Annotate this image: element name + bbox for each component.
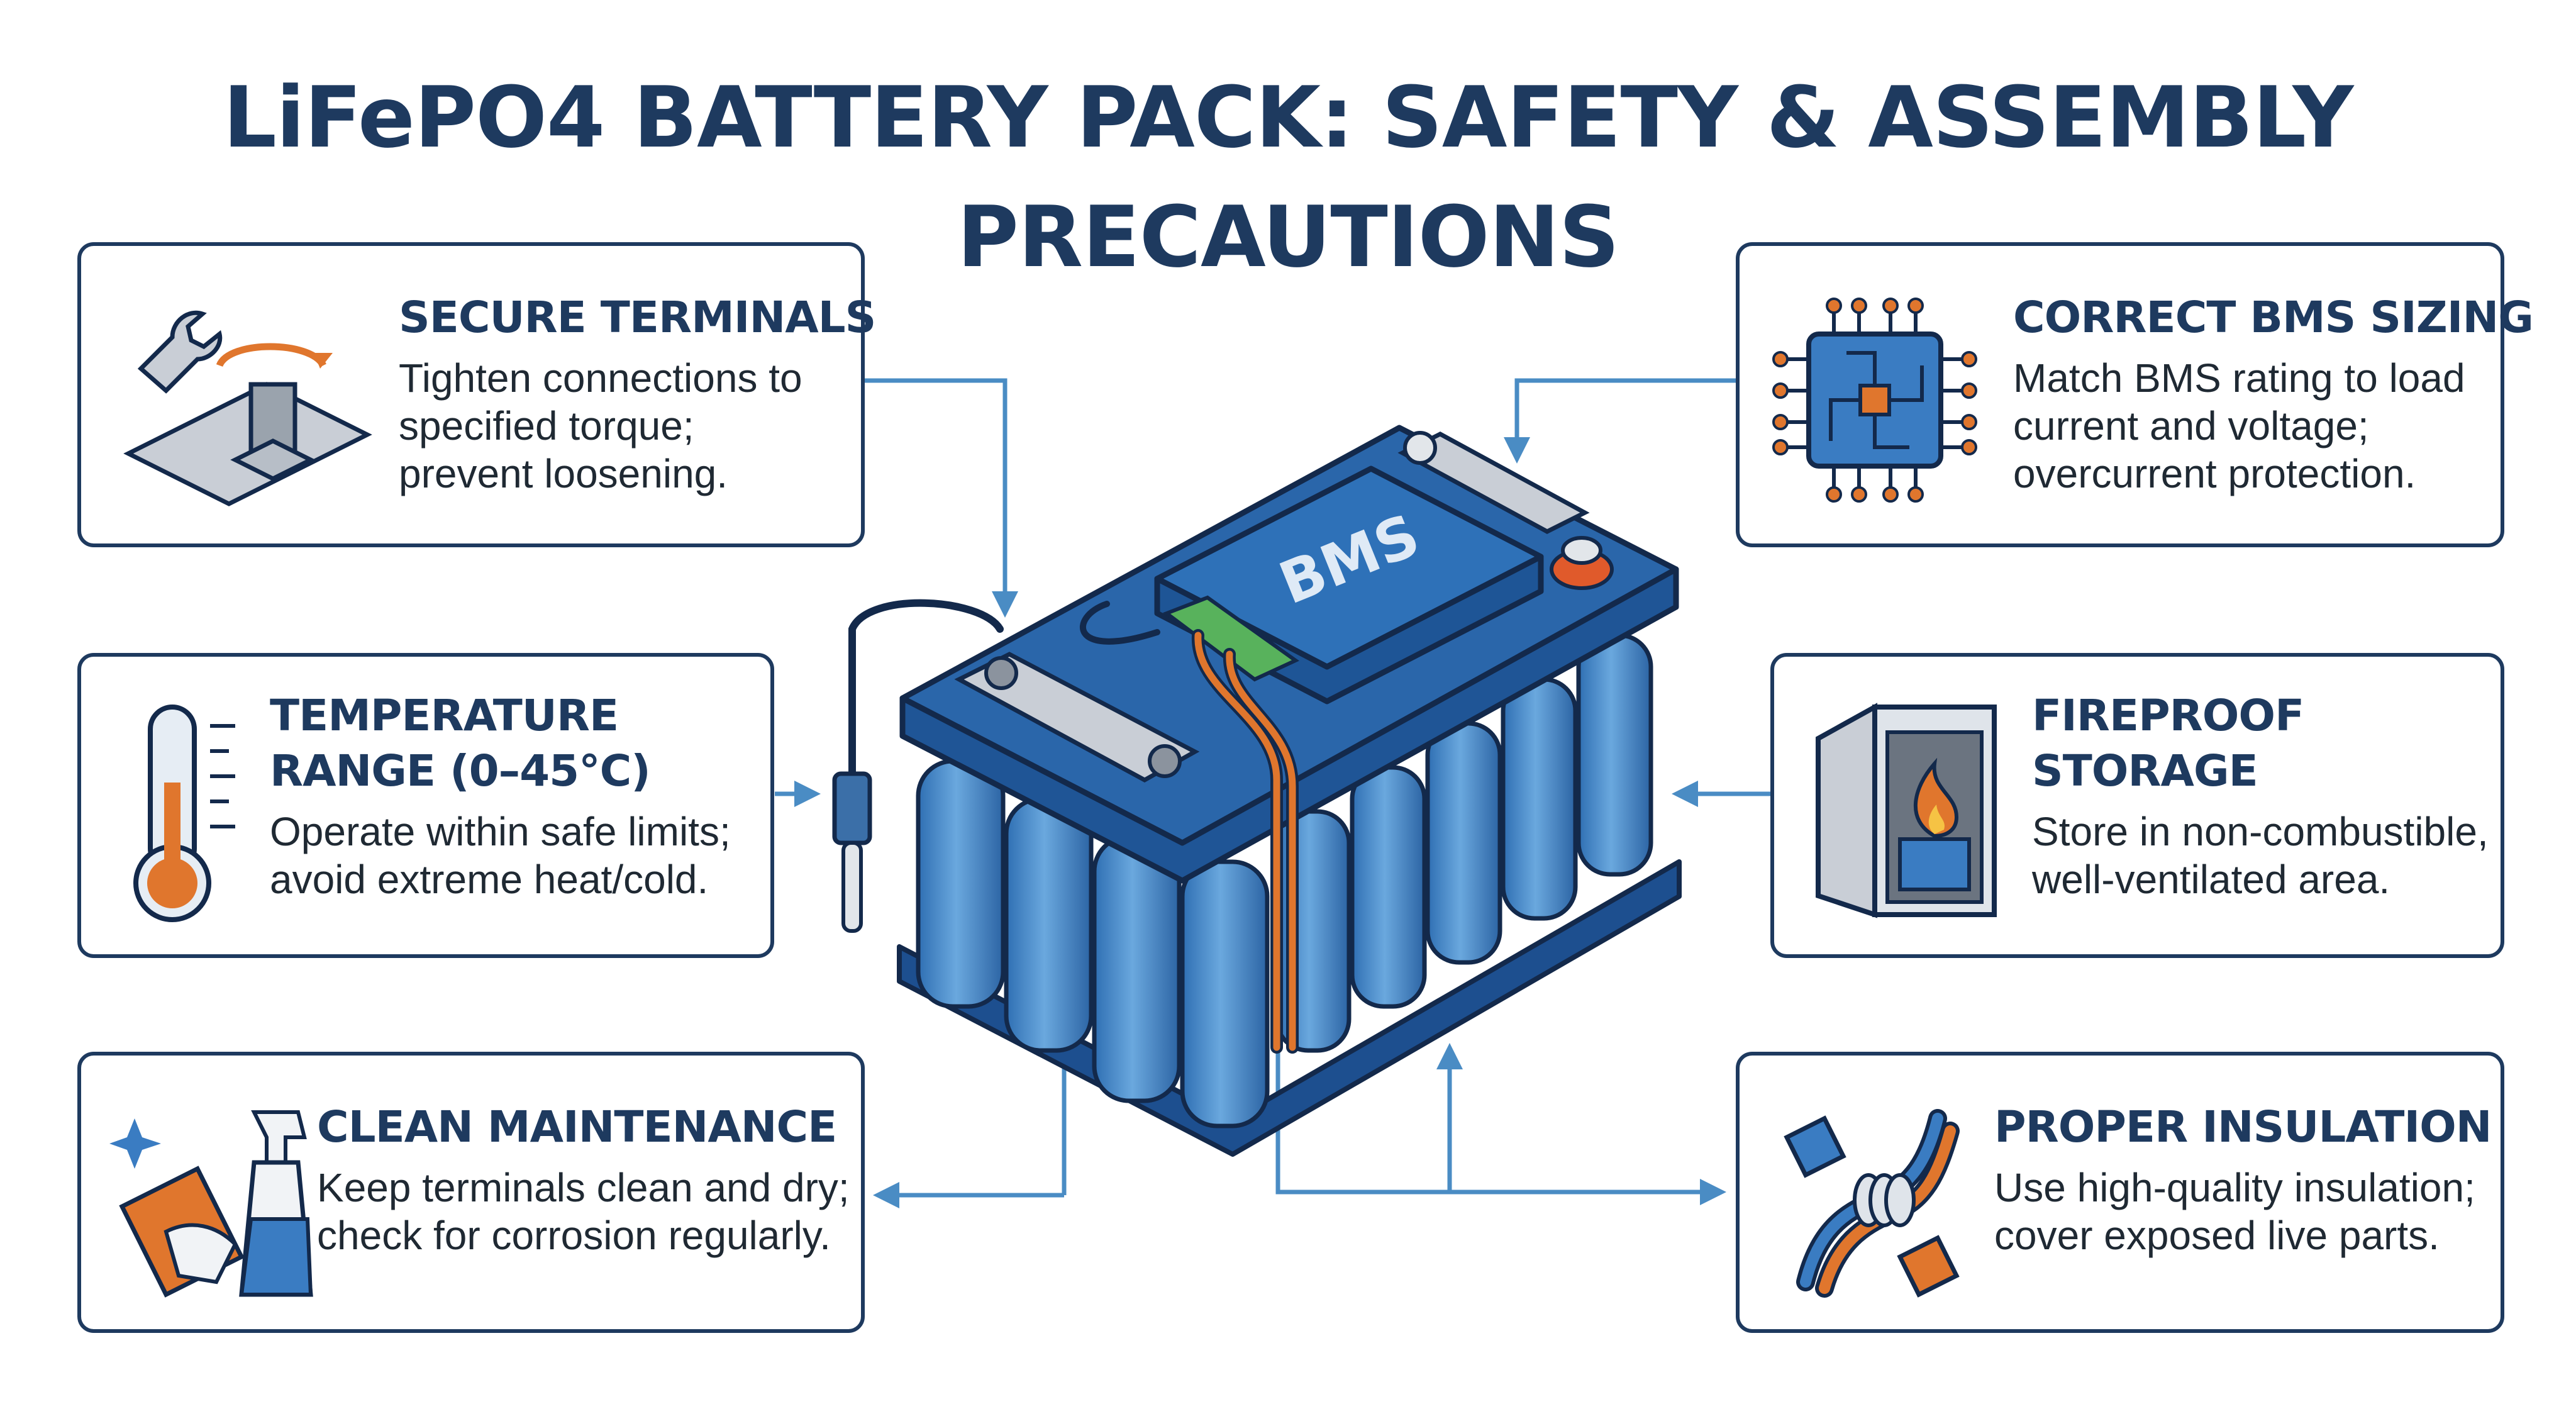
- card-title: STORAGE: [2032, 746, 2258, 796]
- card-desc-line: Keep terminals clean and dry;: [317, 1165, 850, 1210]
- wrench-bolt-icon: [123, 310, 372, 506]
- thermometer-icon: [133, 705, 235, 922]
- card-desc-line: Match BMS rating to load: [2013, 355, 2465, 401]
- card-desc-line: Operate within safe limits;: [270, 809, 731, 854]
- card-desc-line: Use high-quality insulation;: [1994, 1165, 2475, 1210]
- card-desc-line: avoid extreme heat/cold.: [270, 857, 709, 902]
- fire-cabinet-icon: [1816, 703, 1997, 918]
- card-desc-line: overcurrent protection.: [2013, 451, 2416, 496]
- card-title: CLEAN MAINTENANCE: [317, 1102, 837, 1152]
- insulated-cable-icon: [1784, 1109, 1960, 1298]
- card-title: CORRECT BMS SIZING: [2013, 292, 2534, 343]
- card-temperature-range: TEMPERATURE RANGE (0–45°C) Operate withi…: [77, 653, 774, 958]
- card-desc-line: current and voltage;: [2013, 403, 2369, 448]
- card-title: SECURE TERMINALS: [399, 292, 876, 343]
- circuit-chip-icon: [1772, 298, 1977, 503]
- card-clean-maintenance: CLEAN MAINTENANCE Keep terminals clean a…: [77, 1052, 865, 1333]
- card-correct-bms-sizing: CORRECT BMS SIZING Match BMS rating to l…: [1736, 242, 2534, 547]
- card-proper-insulation: PROPER INSULATION Use high-quality insul…: [1736, 1052, 2504, 1333]
- cleaning-spray-icon: [109, 1110, 313, 1298]
- arrow-correct-bms-sizing: [1504, 378, 1736, 464]
- card-desc-line: Tighten connections to: [399, 355, 802, 401]
- card-desc-line: cover exposed live parts.: [1994, 1213, 2440, 1258]
- arrow-proper-insulation: [1275, 1038, 1726, 1205]
- battery-pack: BMS: [832, 425, 1682, 1157]
- page-title: LiFePO4 BATTERY PACK: SAFETY & ASSEMBLY …: [223, 69, 2354, 286]
- card-title: RANGE (0–45°C): [270, 746, 651, 796]
- card-secure-terminals: SECURE TERMINALS Tighten connections to …: [77, 242, 876, 547]
- connector-arrows: [775, 378, 1770, 1208]
- card-desc-line: Store in non-combustible,: [2032, 809, 2489, 854]
- card-title: FIREPROOF: [2032, 691, 2304, 741]
- card-desc-line: check for corrosion regularly.: [317, 1213, 831, 1258]
- card-desc-line: prevent loosening.: [399, 451, 728, 496]
- card-fireproof-storage: FIREPROOF STORAGE Store in non-combustib…: [1770, 653, 2504, 958]
- temperature-sensor: [832, 599, 1004, 933]
- card-desc-line: well-ventilated area.: [2032, 857, 2390, 902]
- card-title: PROPER INSULATION: [1994, 1102, 2492, 1152]
- card-desc-line: specified torque;: [399, 403, 694, 448]
- card-title: TEMPERATURE: [270, 691, 619, 741]
- arrow-secure-terminals: [865, 378, 1018, 618]
